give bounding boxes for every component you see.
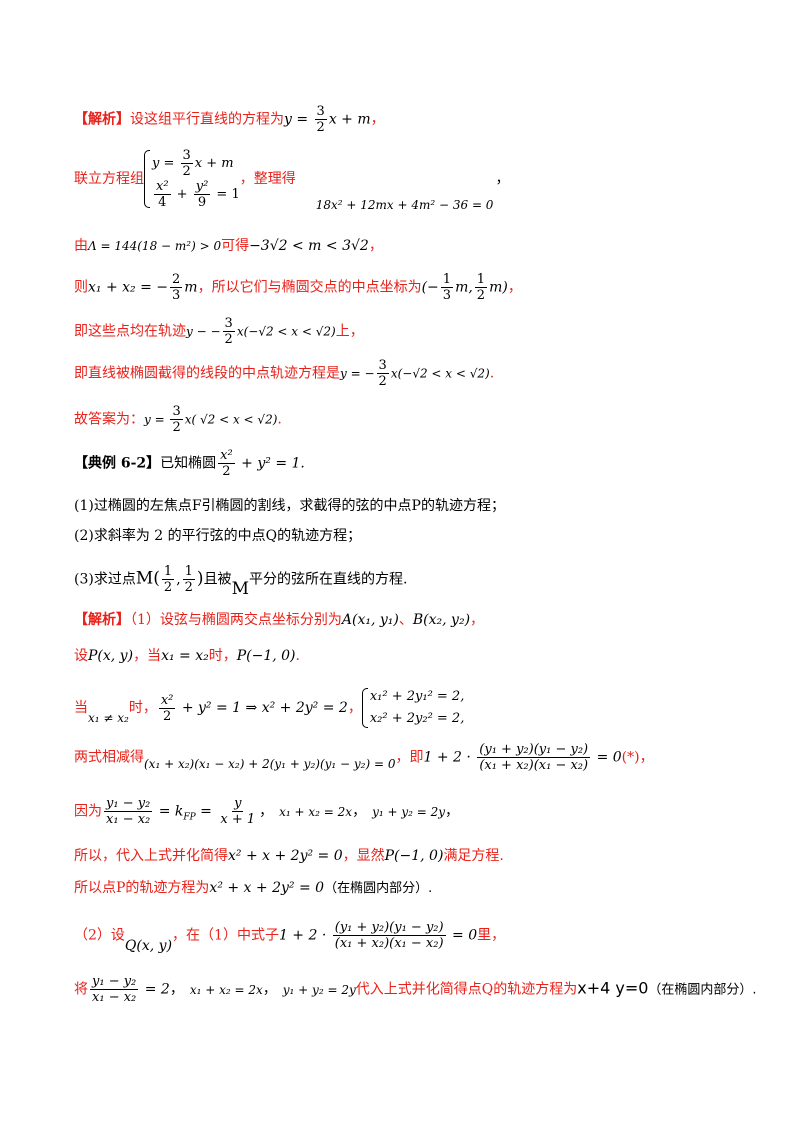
solution2-line-4: 两式相减得(x₁ + x₂)(x₁ − x₂) + 2(y₁ + y₂)(y₁ … <box>74 742 654 773</box>
question-2: (2)求斜率为 2 的平行弦的中点Q的轨迹方程； <box>74 528 362 544</box>
question-1: (1)过椭圆的左焦点F引椭圆的割线，求截得的弦的中点P的轨迹方程； <box>74 498 505 514</box>
solution2-line-1: 【解析】（1）设弦与椭圆两交点坐标分别为A(x₁, y₁)、B(x₂, y₂)， <box>74 612 485 628</box>
solution2-line-6: 所以，代入上式并化简得x² + x + 2y² = 0，显然P(−1, 0)满足… <box>74 848 504 864</box>
solution-line-3: 由Λ = 144(18 − m²) > 0可得−3√2 < m < 3√2， <box>74 238 383 254</box>
solution2-line-2: 设P(x, y)，当x₁ = x₂时，P(−1, 0). <box>74 648 300 664</box>
solution2-line-8: （2）设Q(x, y)，在（1）中式子1 + 2 · (y₁ + y₂)(y₁ … <box>74 920 506 954</box>
equation-system-2: x₁² + 2y₁² = 2,x₂² + 2y₂² = 2, <box>361 686 464 730</box>
solution-tag-2: 【解析】 <box>74 612 130 628</box>
solution-tag: 【解析】 <box>74 111 130 128</box>
solution2-line-7: 所以点P的轨迹方程为x² + x + 2y² = 0（在椭圆内部分）. <box>74 880 433 896</box>
example-tag: 【典例 6-2】 <box>74 455 161 472</box>
